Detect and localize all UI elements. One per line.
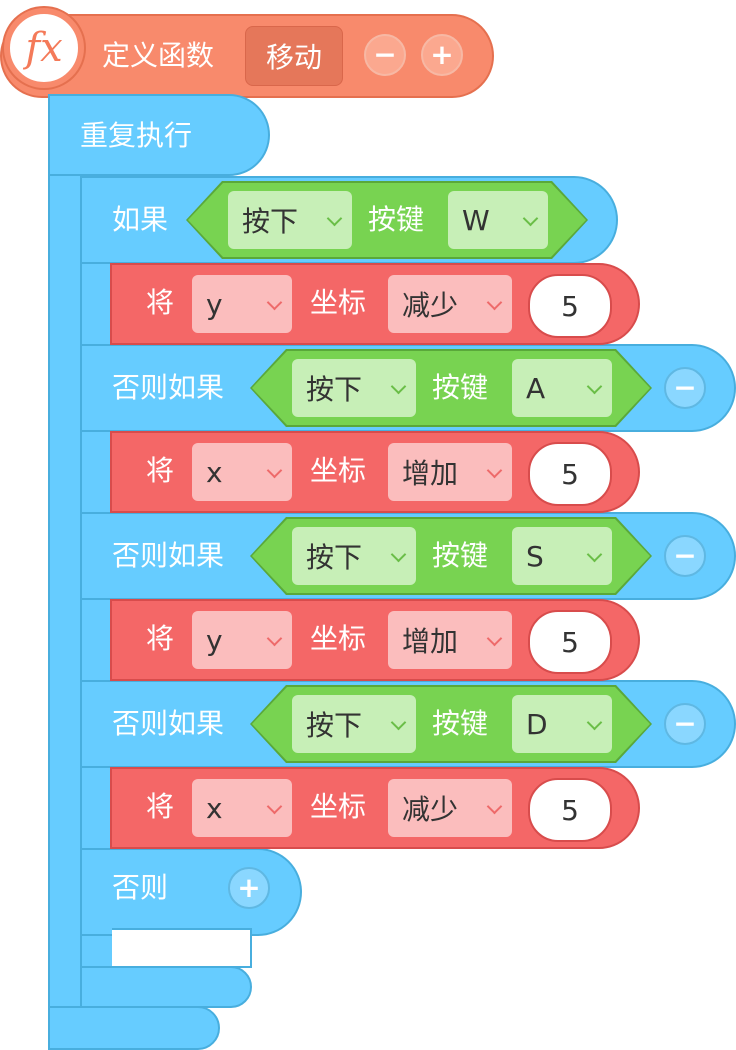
if-label: 如果 (112, 203, 169, 236)
key-label: 按键 (432, 707, 489, 740)
change-coordinate-block[interactable]: 将 x 坐标 增加 5 (110, 431, 640, 513)
chevron-down-icon (486, 462, 503, 479)
operation-dropdown[interactable]: 增加 (388, 443, 512, 501)
chevron-down-icon (327, 211, 343, 227)
chevron-down-icon (486, 798, 503, 815)
chevron-down-icon (391, 379, 407, 395)
chevron-down-icon (587, 547, 603, 563)
key-pressed-condition[interactable]: 按下 按键 W (186, 181, 588, 259)
change-coordinate-block[interactable]: 将 y 坐标 增加 5 (110, 599, 640, 681)
key-dropdown[interactable]: A (512, 359, 612, 417)
else-if-label: 否则如果 (112, 371, 225, 404)
else-empty-slot (112, 928, 252, 968)
chevron-down-icon (486, 294, 503, 311)
amount-input[interactable]: 5 (528, 610, 612, 674)
else-if-label: 否则如果 (112, 707, 225, 740)
spine-fill (82, 178, 122, 262)
set-label: 将 (146, 790, 175, 823)
define-function-label: 定义函数 (102, 39, 215, 72)
chevron-down-icon (266, 630, 283, 647)
function-fx-icon: fx (4, 8, 84, 88)
repeat-forever-footer (48, 1006, 220, 1050)
key-label: 按键 (432, 539, 489, 572)
chevron-down-icon (587, 379, 603, 395)
axis-dropdown[interactable]: x (192, 443, 292, 501)
press-state-dropdown[interactable]: 按下 (292, 527, 416, 585)
chevron-down-icon (523, 211, 539, 227)
remove-else-if-button[interactable]: − (664, 367, 706, 409)
axis-dropdown[interactable]: y (192, 611, 292, 669)
chevron-down-icon (486, 630, 503, 647)
chevron-down-icon (587, 715, 603, 731)
coordinate-label: 坐标 (310, 286, 367, 319)
coordinate-label: 坐标 (310, 622, 367, 655)
operation-dropdown[interactable]: 减少 (388, 275, 512, 333)
press-state-dropdown[interactable]: 按下 (228, 191, 352, 249)
key-label: 按键 (368, 203, 425, 236)
chevron-down-icon (391, 547, 407, 563)
else-if-label: 否则如果 (112, 539, 225, 572)
key-pressed-condition[interactable]: 按下 按键 S (250, 517, 652, 595)
axis-dropdown[interactable]: x (192, 779, 292, 837)
add-parameter-button[interactable]: + (421, 34, 463, 76)
add-else-if-button[interactable]: + (228, 867, 270, 909)
set-label: 将 (146, 622, 175, 655)
key-pressed-condition[interactable]: 按下 按键 D (250, 685, 652, 763)
operation-dropdown[interactable]: 减少 (388, 779, 512, 837)
axis-dropdown[interactable]: y (192, 275, 292, 333)
key-pressed-condition[interactable]: 按下 按键 A (250, 349, 652, 427)
remove-else-if-button[interactable]: − (664, 703, 706, 745)
amount-input[interactable]: 5 (528, 274, 612, 338)
press-state-dropdown[interactable]: 按下 (292, 359, 416, 417)
change-coordinate-block[interactable]: 将 x 坐标 减少 5 (110, 767, 640, 849)
set-label: 将 (146, 286, 175, 319)
else-label: 否则 (112, 871, 169, 904)
coordinate-label: 坐标 (310, 790, 367, 823)
coordinate-label: 坐标 (310, 454, 367, 487)
press-state-dropdown[interactable]: 按下 (292, 695, 416, 753)
repeat-forever-header[interactable] (48, 94, 270, 176)
function-name-field[interactable]: 移动 (245, 26, 343, 86)
remove-parameter-button[interactable]: − (364, 34, 406, 76)
change-coordinate-block[interactable]: 将 y 坐标 减少 5 (110, 263, 640, 345)
chevron-down-icon (266, 798, 283, 815)
operation-dropdown[interactable]: 增加 (388, 611, 512, 669)
remove-else-if-button[interactable]: − (664, 535, 706, 577)
repeat-forever-label: 重复执行 (80, 119, 193, 152)
chevron-down-icon (391, 715, 407, 731)
key-dropdown[interactable]: W (448, 191, 548, 249)
set-label: 将 (146, 454, 175, 487)
if-block-footer (80, 966, 252, 1008)
chevron-down-icon (266, 294, 283, 311)
chevron-down-icon (266, 462, 283, 479)
amount-input[interactable]: 5 (528, 778, 612, 842)
key-label: 按键 (432, 371, 489, 404)
key-dropdown[interactable]: D (512, 695, 612, 753)
key-dropdown[interactable]: S (512, 527, 612, 585)
amount-input[interactable]: 5 (528, 442, 612, 506)
